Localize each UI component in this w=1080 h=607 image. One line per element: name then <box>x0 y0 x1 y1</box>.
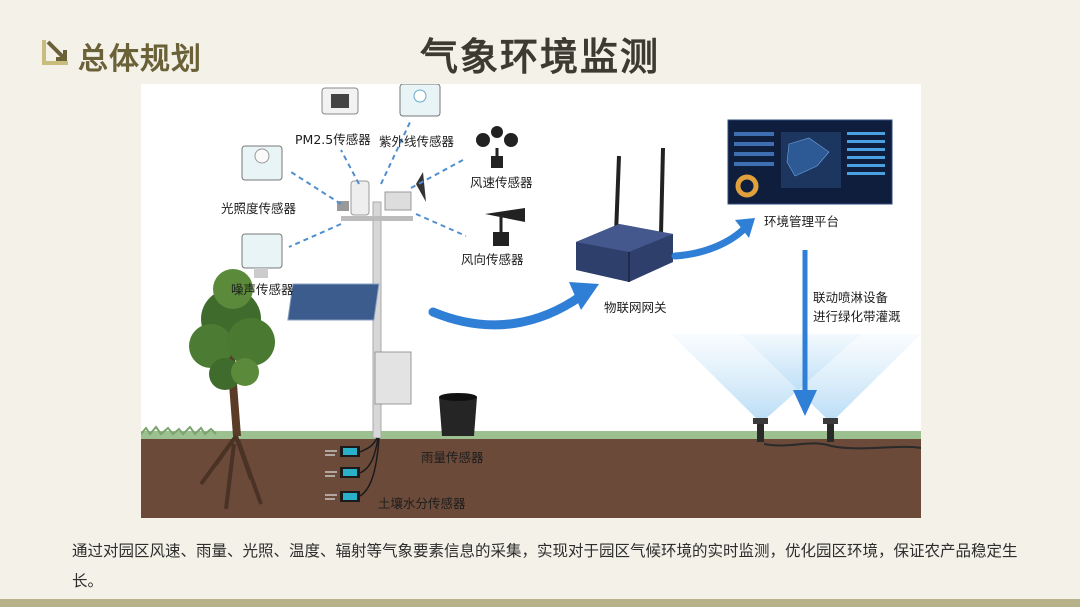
irrigation-label-line2: 进行绿化带灌溉 <box>813 309 901 324</box>
platform-dashboard-icon <box>727 119 893 205</box>
noise-sensor-icon <box>241 233 283 278</box>
sprinkler-left-icon <box>753 418 768 442</box>
light-sensor-icon <box>241 145 283 181</box>
noise-sensor-label: 噪声传感器 <box>231 282 294 297</box>
grass-strip <box>141 431 921 439</box>
section-label: 总体规划 <box>78 42 202 77</box>
weather-station-icon <box>287 172 426 439</box>
irrigation-label-line1: 联动喷淋设备 <box>813 290 889 305</box>
corner-arrow-icon <box>42 40 68 65</box>
gateway-label: 物联网网关 <box>604 300 667 315</box>
spray-right <box>741 334 921 423</box>
wind-speed-sensor-icon <box>476 126 518 168</box>
soil-sensor-label: 土壤水分传感器 <box>378 496 466 511</box>
wind-direction-sensor-label: 风向传感器 <box>461 252 524 267</box>
wind-direction-sensor-icon <box>485 208 525 246</box>
light-sensor-label: 光照度传感器 <box>221 201 297 216</box>
monitoring-diagram <box>141 84 921 518</box>
flow-arrow-gateway-to-platform <box>671 224 749 260</box>
platform-label: 环境管理平台 <box>764 214 840 229</box>
sensor-links <box>288 119 467 248</box>
pm25-sensor-label: PM2.5传感器 <box>295 132 371 147</box>
uv-sensor-label: 紫外线传感器 <box>379 134 455 149</box>
wind-speed-sensor-label: 风速传感器 <box>470 175 533 190</box>
soil-sensor-probes <box>325 437 380 502</box>
description-text: 通过对园区风速、雨量、光照、温度、辐射等气象要素信息的采集，实现对于园区气候环境… <box>72 542 1018 590</box>
page-title: 气象环境监测 <box>419 35 660 79</box>
diagram-panel: PM2.5传感器 紫外线传感器 风速传感器 光照度传感器 风向传感器 噪声传感器… <box>141 84 921 518</box>
flow-arrow-station-to-gateway <box>428 291 586 330</box>
rain-sensor-label: 雨量传感器 <box>421 450 484 465</box>
iot-gateway-icon <box>576 147 673 282</box>
sprinkler-right-icon <box>823 418 838 442</box>
footer-bar <box>0 599 1080 607</box>
rain-gauge-icon <box>439 393 477 436</box>
uv-sensor-icon <box>399 84 441 117</box>
soil-ground <box>141 437 921 518</box>
tree-icon <box>189 269 275 510</box>
pm25-sensor-icon <box>321 87 359 115</box>
